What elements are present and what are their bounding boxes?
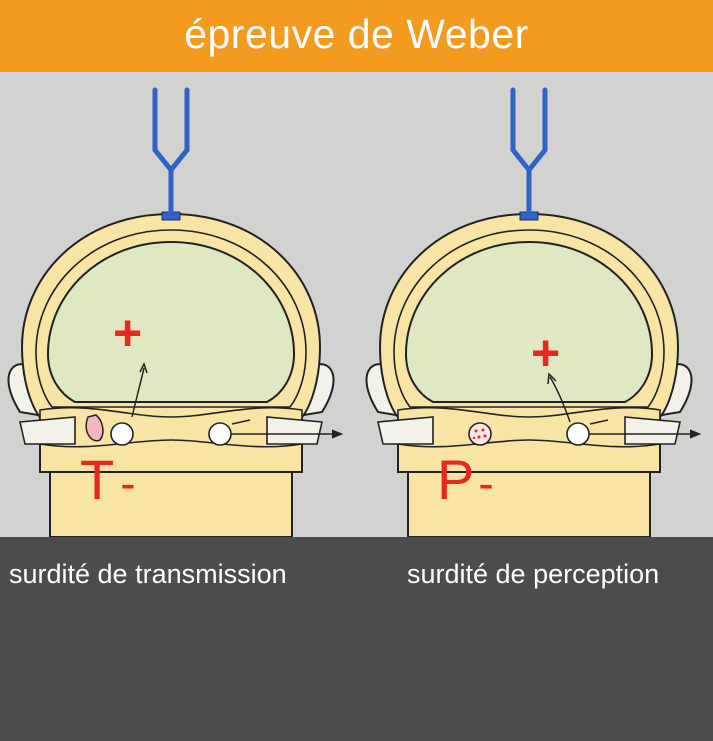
title-bar: épreuve de Weber [0, 0, 713, 72]
label-transmission: T- [80, 448, 136, 511]
head-perception [367, 90, 702, 537]
diagram-title: épreuve de Weber [184, 10, 529, 57]
sign-transmission: - [120, 457, 136, 509]
plus-marker-perception: + [531, 325, 561, 381]
figure-area: + + T- P- [0, 72, 713, 537]
caption-transmission: surdité de transmission [9, 559, 287, 589]
head-transmission [9, 90, 344, 537]
sign-perception: - [478, 457, 494, 509]
caption-footer: surdité de transmission surdité de perce… [0, 537, 713, 741]
label-perception: P- [437, 448, 494, 511]
plus-marker-transmission: + [113, 305, 143, 361]
weber-test-illustration [0, 72, 702, 537]
caption-perception: surdité de perception [407, 559, 660, 589]
